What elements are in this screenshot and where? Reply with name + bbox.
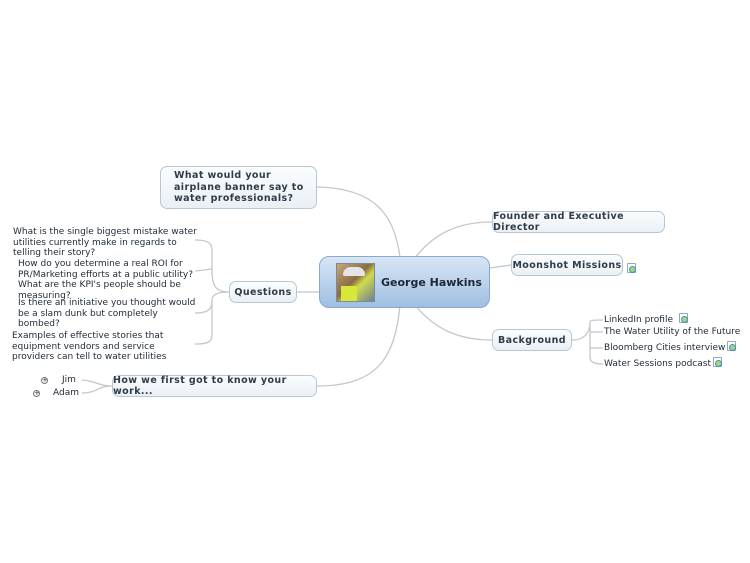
topic-questions-label: Questions [234,286,292,298]
connector-background [414,304,493,341]
topic-background-label: Background [498,334,566,346]
connector-founder [414,221,493,259]
profile-photo [336,262,375,302]
connector-bg-bracket [571,319,604,365]
question-item-3[interactable]: Is there an initiative you thought would… [18,298,196,329]
topic-questions[interactable]: Questions [229,281,297,303]
bg-item-linkedin[interactable]: LinkedIn profile [604,315,674,325]
question-item-4[interactable]: Examples of effective stories that equip… [12,331,167,362]
topic-moonshot-label: Moonshot Missions [512,259,622,271]
topic-how-first-label: How we first got to know your work... [113,375,287,397]
connector-q-bracket [194,239,230,345]
moonshot-link-icon[interactable] [627,263,636,273]
expand-adam-icon[interactable]: + [33,389,40,397]
topic-founder[interactable]: Founder and Executive Director [492,211,665,233]
question-item-2[interactable]: How do you determine a real ROI for PR/M… [18,259,194,301]
topic-background[interactable]: Background [492,329,572,351]
central-topic[interactable]: George Hawkins [319,256,490,308]
connector-airplane [316,186,401,259]
bloomberg-link-icon[interactable] [727,341,736,351]
connector-how-bracket [81,379,113,394]
how-item-jim[interactable]: Jim [62,375,76,385]
podcast-link-icon[interactable] [713,357,722,367]
bg-item-podcast[interactable]: Water Sessions podcast [604,359,711,369]
topic-moonshot[interactable]: Moonshot Missions [511,254,623,276]
expand-jim-icon[interactable]: + [41,376,48,384]
central-topic-label: George Hawkins [381,275,482,289]
bg-item-bloomberg[interactable]: Bloomberg Cities interview [604,343,726,353]
connector-moonshot [489,264,512,269]
linkedin-link-icon[interactable] [679,313,688,323]
question-item-1[interactable]: What is the single biggest mistake water… [13,227,197,258]
topic-founder-label: Founder and Executive Director [493,211,624,233]
topic-airplane-banner[interactable]: What would your airplane banner say to w… [160,166,317,209]
connector-how [316,304,401,387]
how-item-adam[interactable]: Adam [53,388,79,398]
topic-how-first[interactable]: How we first got to know your work... [112,375,317,397]
bg-item-utility-future[interactable]: The Water Utility of the Future [604,327,741,337]
topic-airplane-label: What would your airplane banner say to w… [174,170,304,205]
